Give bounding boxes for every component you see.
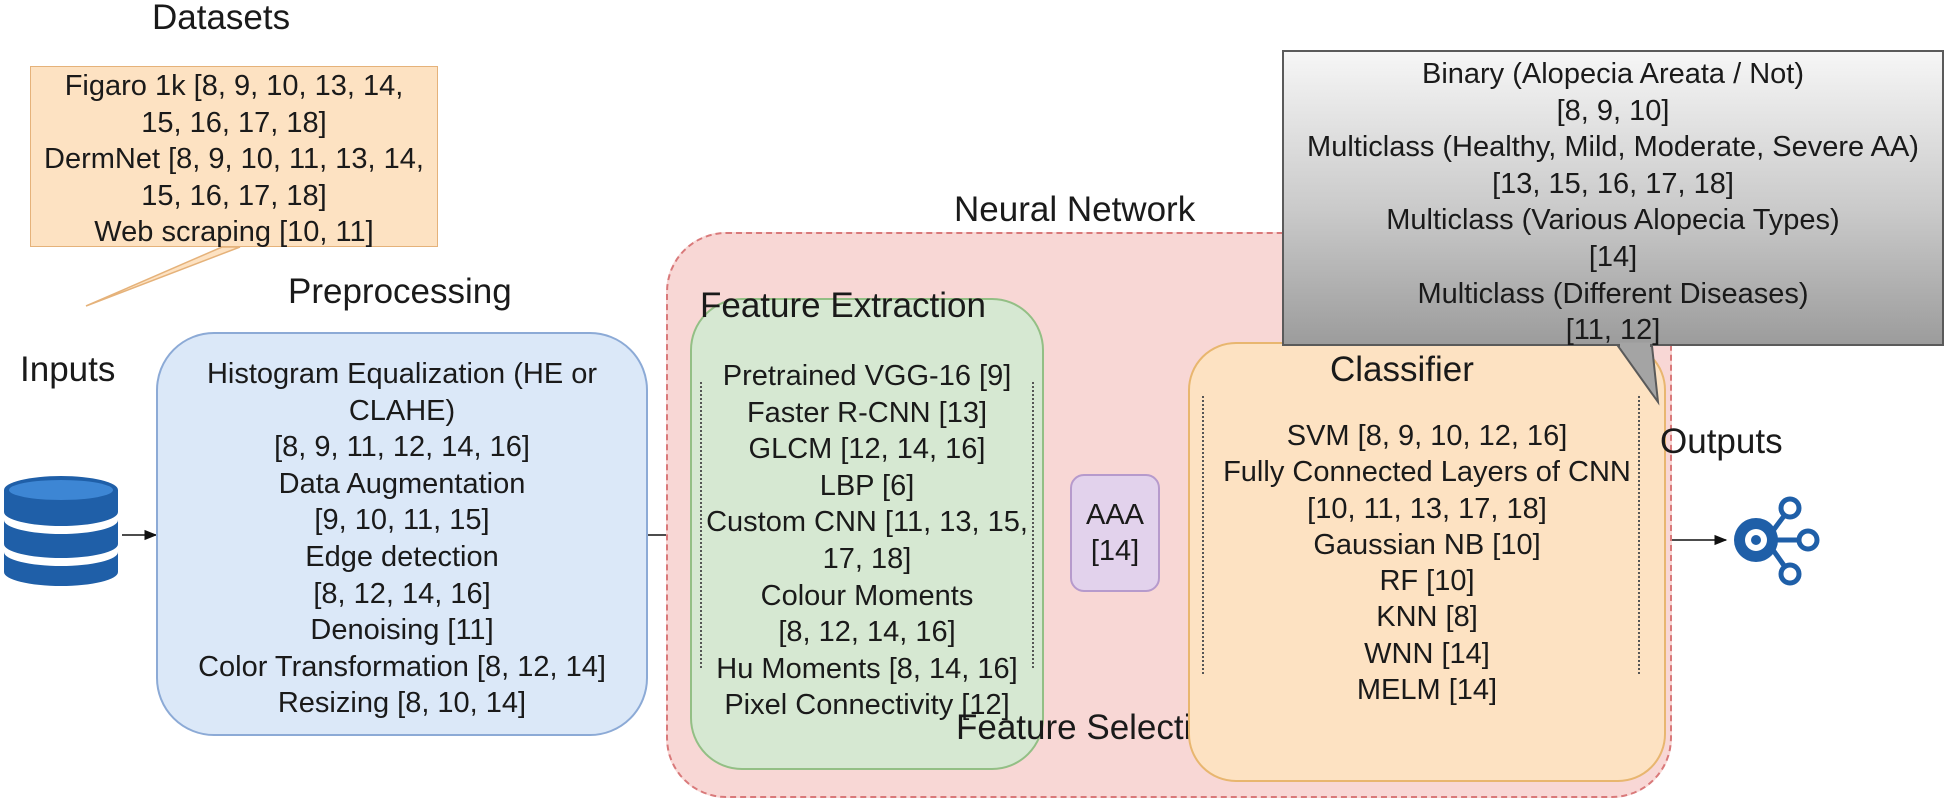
feature-extraction-divider-left [700,382,702,668]
outputs-line: [11, 12] [1565,314,1661,347]
preprocessing-title: Preprocessing [288,272,512,311]
preprocessing-line: [8, 9, 11, 12, 14, 16] [274,431,530,464]
outputs-line: [14] [1588,240,1638,273]
preprocessing-line: Histogram Equalization (HE or [206,358,598,390]
classifier-title: Classifier [1330,350,1474,389]
outputs-line: [13, 15, 16, 17, 18] [1492,167,1734,200]
preprocessing-line: [9, 10, 11, 15] [314,504,490,537]
feature-extraction-title: Feature Extraction [700,286,986,325]
database-icon [4,476,118,586]
feature-extraction-line: GLCM [12, 14, 16] [748,433,986,466]
feature-extraction-line: 17, 18] [822,542,912,575]
classifier-divider-left [1202,396,1204,674]
preprocessing-line: Denoising [11] [310,614,494,647]
feature-extraction-line: Colour Moments [760,579,974,612]
classifier-line: Gaussian NB [10] [1313,528,1541,561]
outputs-line: Binary (Alopecia Areata / Not) [1421,58,1804,90]
datasets-line: Figaro 1k [8, 9, 10, 13, 14, [64,70,404,102]
feature-extraction-line: Pretrained VGG-16 [9] [722,360,1012,392]
datasets-line: DermNet [8, 9, 10, 11, 13, 14, [44,143,424,175]
feature-extraction-line: LBP [6] [819,469,915,502]
datasets-title: Datasets [152,0,291,37]
feature-extraction-line: [8, 12, 14, 16] [778,616,956,649]
datasets-line: 15, 16, 17, 18] [141,179,327,212]
datasets-callout-tail [85,246,241,307]
classifier-line: WNN [14] [1364,637,1490,670]
network-node-icon [1734,496,1820,586]
preprocessing-box: Histogram Equalization (HE or CLAHE) [8,… [156,332,648,736]
preprocessing-line: [8, 12, 14, 16] [313,577,491,610]
feature-extraction-line: Hu Moments [8, 14, 16] [716,652,1018,685]
feature-selection-line: [14] [1090,535,1140,567]
classifier-box: SVM [8, 9, 10, 12, 16] Fully Connected L… [1188,342,1666,782]
feature-extraction-divider-right [1032,382,1034,668]
outputs-line: Multiclass (Different Diseases) [1417,277,1809,310]
preprocessing-line: Color Transformation [8, 12, 14] [198,650,606,683]
classifier-line: KNN [8] [1376,601,1478,634]
neural-network-title: Neural Network [954,190,1196,229]
outputs-line: Multiclass (Various Alopecia Types) [1386,204,1840,237]
classifier-line: SVM [8, 9, 10, 12, 16] [1286,420,1568,452]
feature-selection-title: Feature Selection [956,708,1231,747]
feature-extraction-line: Faster R-CNN [13] [746,396,988,429]
classifier-line: RF [10] [1379,565,1475,598]
outputs-callout-tail [1616,342,1660,406]
inputs-label: Inputs [20,350,116,389]
preprocessing-line: CLAHE) [348,394,456,427]
outputs-line: Multiclass (Healthy, Mild, Moderate, Sev… [1307,131,1919,164]
outputs-line: [8, 9, 10] [1556,94,1670,127]
preprocessing-line: Data Augmentation [278,467,526,500]
classifier-line: [10, 11, 13, 17, 18] [1307,492,1547,525]
outputs-label: Outputs [1660,422,1783,461]
feature-extraction-line: Custom CNN [11, 13, 15, [706,506,1028,539]
datasets-line: Web scraping [10, 11] [94,216,374,248]
classifier-line: Fully Connected Layers of CNN [1223,456,1631,489]
datasets-line: 15, 16, 17, 18] [141,106,327,139]
classifier-line: MELM [14] [1356,674,1498,707]
preprocessing-line: Resizing [8, 10, 14] [277,687,527,720]
outputs-box: Binary (Alopecia Areata / Not) [8, 9, 10… [1282,50,1944,346]
classifier-divider-right [1638,396,1640,674]
preprocessing-line: Edge detection [305,540,499,573]
feature-selection-box: AAA [14] [1070,474,1160,592]
datasets-box: Figaro 1k [8, 9, 10, 13, 14, 15, 16, 17,… [30,66,438,248]
feature-extraction-box: Pretrained VGG-16 [9] Faster R-CNN [13] … [690,298,1044,770]
feature-extraction-line: Pixel Connectivity [12] [724,689,1010,722]
feature-selection-line: AAA [1085,499,1145,531]
